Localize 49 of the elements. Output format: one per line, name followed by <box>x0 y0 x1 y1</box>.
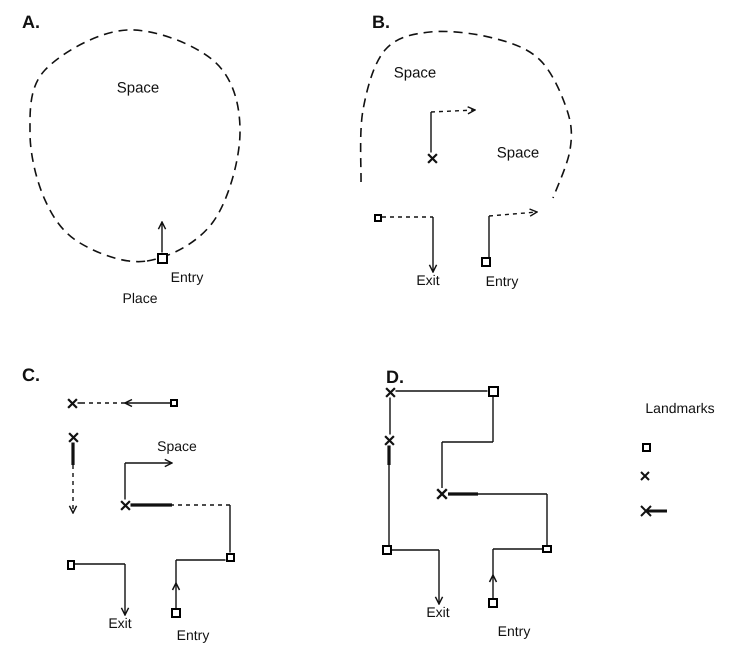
route-arrow <box>392 549 444 605</box>
text-label: Place <box>122 291 158 305</box>
landmark-cross <box>384 386 396 398</box>
landmark-square <box>382 545 392 555</box>
landmark-square <box>488 598 498 608</box>
landmark-cross <box>120 500 130 510</box>
route-line <box>441 396 494 488</box>
landmark-cross <box>384 434 394 446</box>
landmark-square <box>170 399 178 407</box>
route-arrow <box>75 563 130 616</box>
route-line <box>387 446 391 545</box>
entry-label: Entry <box>486 274 518 288</box>
landmark-cross <box>426 152 438 164</box>
landmark-cross <box>68 432 78 442</box>
entry-label: Entry <box>176 628 210 642</box>
route-arrow <box>68 442 78 514</box>
exit-label: Exit <box>413 272 443 288</box>
landmark-square <box>481 257 491 267</box>
entry-label: Entry <box>170 270 204 284</box>
landmark-square <box>488 386 498 396</box>
entry-label: Entry <box>498 624 530 638</box>
route-arrow <box>488 208 538 257</box>
route-arrow <box>430 106 476 152</box>
route-arrow <box>158 221 166 252</box>
landmark-cross <box>436 488 448 500</box>
landmark-square <box>374 214 382 222</box>
route-arrow <box>124 458 173 500</box>
panel-letter: D. <box>386 368 404 386</box>
exit-label: Exit <box>105 615 135 631</box>
panel-letter: B. <box>372 13 390 31</box>
landmark-square <box>542 545 552 553</box>
landmark-square <box>156 252 168 264</box>
region-label: Space <box>394 66 436 80</box>
space-label: Space <box>152 438 202 454</box>
route-arrow <box>382 216 438 273</box>
text-label: Landmarks <box>645 401 715 415</box>
region-label: Space <box>116 80 160 96</box>
route-line <box>448 492 548 545</box>
landmark-square <box>226 552 234 562</box>
landmark-cross <box>66 398 78 408</box>
route-line <box>389 398 391 434</box>
panel-letter: A. <box>22 13 40 31</box>
route-line <box>130 503 231 552</box>
region-label: Space <box>496 146 540 160</box>
landmark-square <box>171 608 181 618</box>
exit-label: Exit <box>423 604 453 620</box>
landmark-square <box>67 560 75 570</box>
route-line <box>396 390 488 392</box>
panel-letter: C. <box>22 366 40 384</box>
